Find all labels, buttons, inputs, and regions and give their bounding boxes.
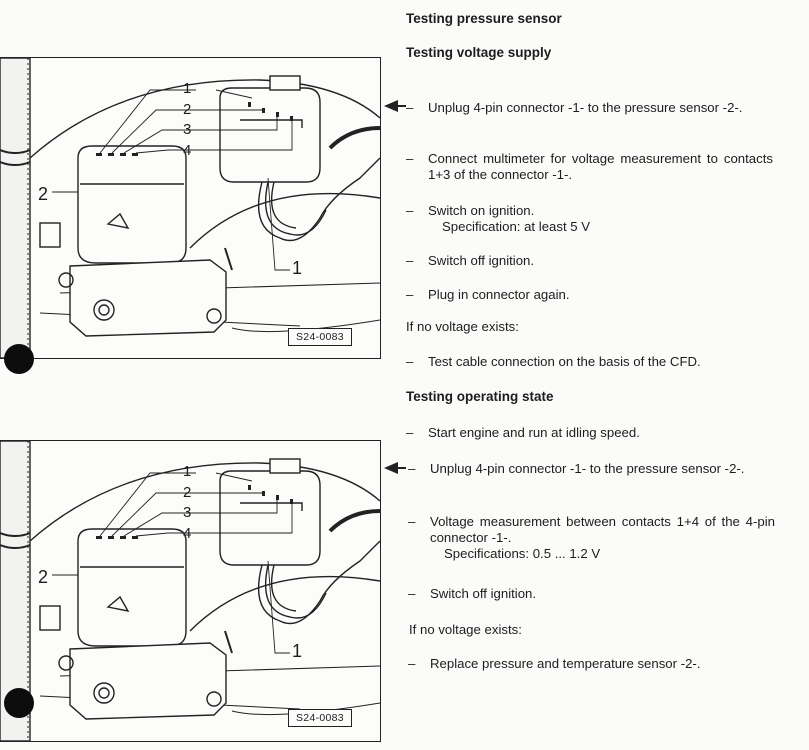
step-text: Connect multimeter for voltage measureme… (428, 151, 773, 182)
dash: – (406, 100, 414, 115)
dash: – (408, 514, 416, 529)
figure-pointer-icon (384, 100, 406, 112)
sensor-connector-illustration (0, 58, 380, 358)
dash: – (406, 287, 414, 302)
dash: – (408, 461, 416, 476)
voltage-step: – Unplug 4-pin connector -1- to the pres… (406, 100, 773, 116)
binder-hole (4, 344, 34, 374)
step-text: Unplug 4-pin connector -1- to the pressu… (430, 461, 745, 476)
callout-connector: 1 (292, 641, 303, 661)
dash: – (406, 203, 414, 218)
callout-1: 1 (183, 80, 192, 97)
callout-4: 4 (183, 142, 192, 159)
figure-operating-state: 1 2 3 4 2 1 S24-0083 (0, 440, 381, 742)
callout-2: 2 (183, 101, 192, 118)
callout-3: 3 (183, 121, 192, 138)
step-text: Switch off ignition. (428, 253, 535, 268)
operating-step: – Voltage measurement between contacts 1… (408, 514, 775, 562)
step-text: Switch off ignition. (430, 586, 537, 601)
operating-step: – Switch off ignition. (408, 586, 775, 602)
figure-reference: S24-0083 (288, 709, 352, 727)
step-specification: Specification: at least 5 V (442, 219, 591, 234)
operating-condition: If no voltage exists: (409, 622, 522, 637)
step-text: Start engine and run at idling speed. (428, 425, 640, 440)
callout-3: 3 (183, 504, 192, 521)
operating-remedy: – Replace pressure and temperature senso… (408, 656, 800, 672)
voltage-step: – Plug in connector again. (406, 287, 773, 303)
figure-reference: S24-0083 (288, 328, 352, 346)
step-text: Voltage measurement between contacts 1+4… (430, 514, 775, 545)
section-title: Testing pressure sensor (406, 11, 562, 26)
dash: – (406, 354, 414, 369)
figure-voltage-supply: 1 2 3 4 2 1 S24-0083 (0, 57, 381, 359)
figure-pointer-icon (384, 462, 406, 474)
operating-step: – Unplug 4-pin connector -1- to the pres… (408, 461, 775, 477)
step-text: Test cable connection on the basis of th… (428, 354, 701, 369)
callout-sensor: 2 (38, 567, 49, 587)
voltage-remedy: – Test cable connection on the basis of … (406, 354, 788, 370)
dash: – (408, 656, 416, 671)
voltage-step: – Connect multimeter for voltage measure… (406, 151, 773, 183)
voltage-step: – Switch off ignition. (406, 253, 773, 269)
voltage-condition: If no voltage exists: (406, 319, 519, 334)
callout-4: 4 (183, 525, 192, 542)
dash: – (406, 151, 414, 166)
callout-connector: 1 (292, 258, 303, 278)
step-text: Plug in connector again. (428, 287, 570, 302)
dash: – (406, 253, 414, 268)
subsection-voltage-heading: Testing voltage supply (406, 45, 552, 60)
step-text: Replace pressure and temperature sensor … (430, 656, 701, 671)
step-text: Unplug 4-pin connector -1- to the pressu… (428, 100, 743, 115)
step-specification: Specifications: 0.5 ... 1.2 V (444, 546, 601, 561)
operating-step: – Start engine and run at idling speed. (406, 425, 773, 441)
subsection-operating-heading: Testing operating state (406, 389, 554, 404)
binder-hole (4, 688, 34, 718)
callout-sensor: 2 (38, 184, 49, 204)
dash: – (408, 586, 416, 601)
callout-2: 2 (183, 484, 192, 501)
voltage-step: – Switch on ignition. Specification: at … (406, 203, 773, 235)
step-text: Switch on ignition. (428, 203, 535, 218)
dash: – (406, 425, 414, 440)
callout-1: 1 (183, 463, 192, 480)
